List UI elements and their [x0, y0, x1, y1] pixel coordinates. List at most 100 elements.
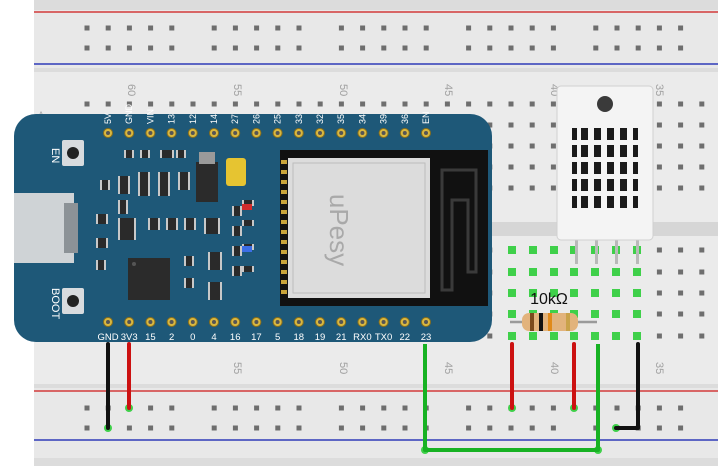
rail-hole: [275, 425, 281, 431]
rail-hole: [84, 405, 90, 411]
rail-hole: [593, 25, 599, 31]
board-top-pins: [103, 128, 431, 138]
rail-hole: [211, 425, 217, 431]
smd-part: [232, 246, 242, 256]
rail-hole: [360, 405, 366, 411]
rail-hole: [635, 45, 641, 51]
pcb-antenna: [440, 168, 478, 292]
rail-hole: [148, 405, 154, 411]
rail-hole: [338, 425, 344, 431]
connected-hole: [633, 289, 641, 297]
rail-hole: [487, 425, 493, 431]
rail-hole: [508, 45, 514, 51]
smd-part: [208, 252, 222, 270]
boot-label: BOOT: [49, 288, 61, 319]
rail-hole: [126, 25, 132, 31]
rail-hole: [360, 425, 366, 431]
column-number: 60: [125, 84, 137, 96]
grille-slot: [581, 196, 588, 208]
rail-hole: [593, 45, 599, 51]
grille-slot: [620, 162, 627, 174]
rail-hole: [360, 25, 366, 31]
breadboard-hole: [699, 122, 705, 128]
rail-hole: [466, 425, 472, 431]
pin-label: 33: [294, 114, 304, 124]
smd-part: [176, 150, 186, 158]
grille-slot: [594, 128, 601, 140]
grille-slot: [607, 196, 614, 208]
smd-components: [96, 150, 254, 300]
breadboard-hole: [678, 164, 684, 170]
pin-label: 35: [336, 114, 346, 124]
breadboard-hole: [656, 143, 662, 149]
rail-hole: [254, 25, 260, 31]
rail-hole: [254, 45, 260, 51]
pin-label: TX0: [375, 332, 392, 343]
column-number: 35: [653, 84, 665, 96]
bottom-power-rail: [34, 388, 718, 458]
boot-button-cap: [67, 295, 79, 307]
grille-slot: [620, 196, 627, 208]
grille-slot: [581, 128, 588, 140]
pin-label: 14: [209, 114, 219, 124]
grille-slot: [594, 196, 601, 208]
smd-part: [208, 282, 222, 300]
breadboard-hole: [529, 185, 535, 191]
breadboard-hole: [656, 269, 662, 275]
rail-hole: [232, 425, 238, 431]
connected-hole: [633, 310, 641, 318]
grille-slot: [633, 196, 638, 208]
module-shield: [288, 158, 430, 298]
rail-hole: [550, 25, 556, 31]
smd-part: [96, 214, 108, 224]
breadboard-hole: [656, 333, 662, 339]
pin-label: 34: [357, 114, 367, 124]
rail-hole: [593, 405, 599, 411]
grille-slot: [633, 179, 638, 191]
breadboard-hole: [656, 290, 662, 296]
rail-hole: [296, 425, 302, 431]
rail-hole: [656, 405, 662, 411]
smd-part: [232, 266, 242, 276]
breadboard-hole: [656, 122, 662, 128]
breadboard-hole: [232, 101, 238, 107]
breadboard-hole: [148, 101, 154, 107]
pin-label: 22: [400, 332, 411, 343]
wire-data: [423, 344, 600, 452]
rail-hole: [84, 425, 90, 431]
smd-part: [184, 218, 196, 230]
rail-hole: [169, 25, 175, 31]
connected-hole: [570, 246, 578, 254]
breadboard-hole: [529, 164, 535, 170]
sensor-mount-hole: [597, 96, 613, 112]
rail-hole: [232, 45, 238, 51]
pin-label: 13: [167, 114, 177, 124]
breadboard-hole: [678, 290, 684, 296]
connected-hole: [508, 332, 516, 340]
grille-slot: [581, 179, 588, 191]
dht22-sensor: [556, 85, 654, 264]
en-button-cap: [67, 147, 79, 159]
breadboard-hole: [699, 311, 705, 317]
rail-hole: [423, 25, 429, 31]
breadboard-hole: [338, 101, 344, 107]
smd-part: [118, 200, 128, 214]
breadboard-hole: [699, 143, 705, 149]
column-number: 55: [231, 84, 243, 96]
rail-hole: [402, 25, 408, 31]
pin-label: 12: [188, 114, 198, 124]
grille-slot: [607, 145, 614, 157]
rail-hole: [678, 25, 684, 31]
pin-label: 4: [211, 332, 216, 343]
breadboard-hole: [550, 122, 556, 128]
grille-slot: [594, 162, 601, 174]
rail-hole: [402, 45, 408, 51]
breadboard-hole: [699, 290, 705, 296]
rail-hole: [148, 25, 154, 31]
grille-slot: [572, 179, 577, 191]
rail-hole: [84, 45, 90, 51]
connected-hole: [612, 289, 620, 297]
rail-hole: [529, 405, 535, 411]
